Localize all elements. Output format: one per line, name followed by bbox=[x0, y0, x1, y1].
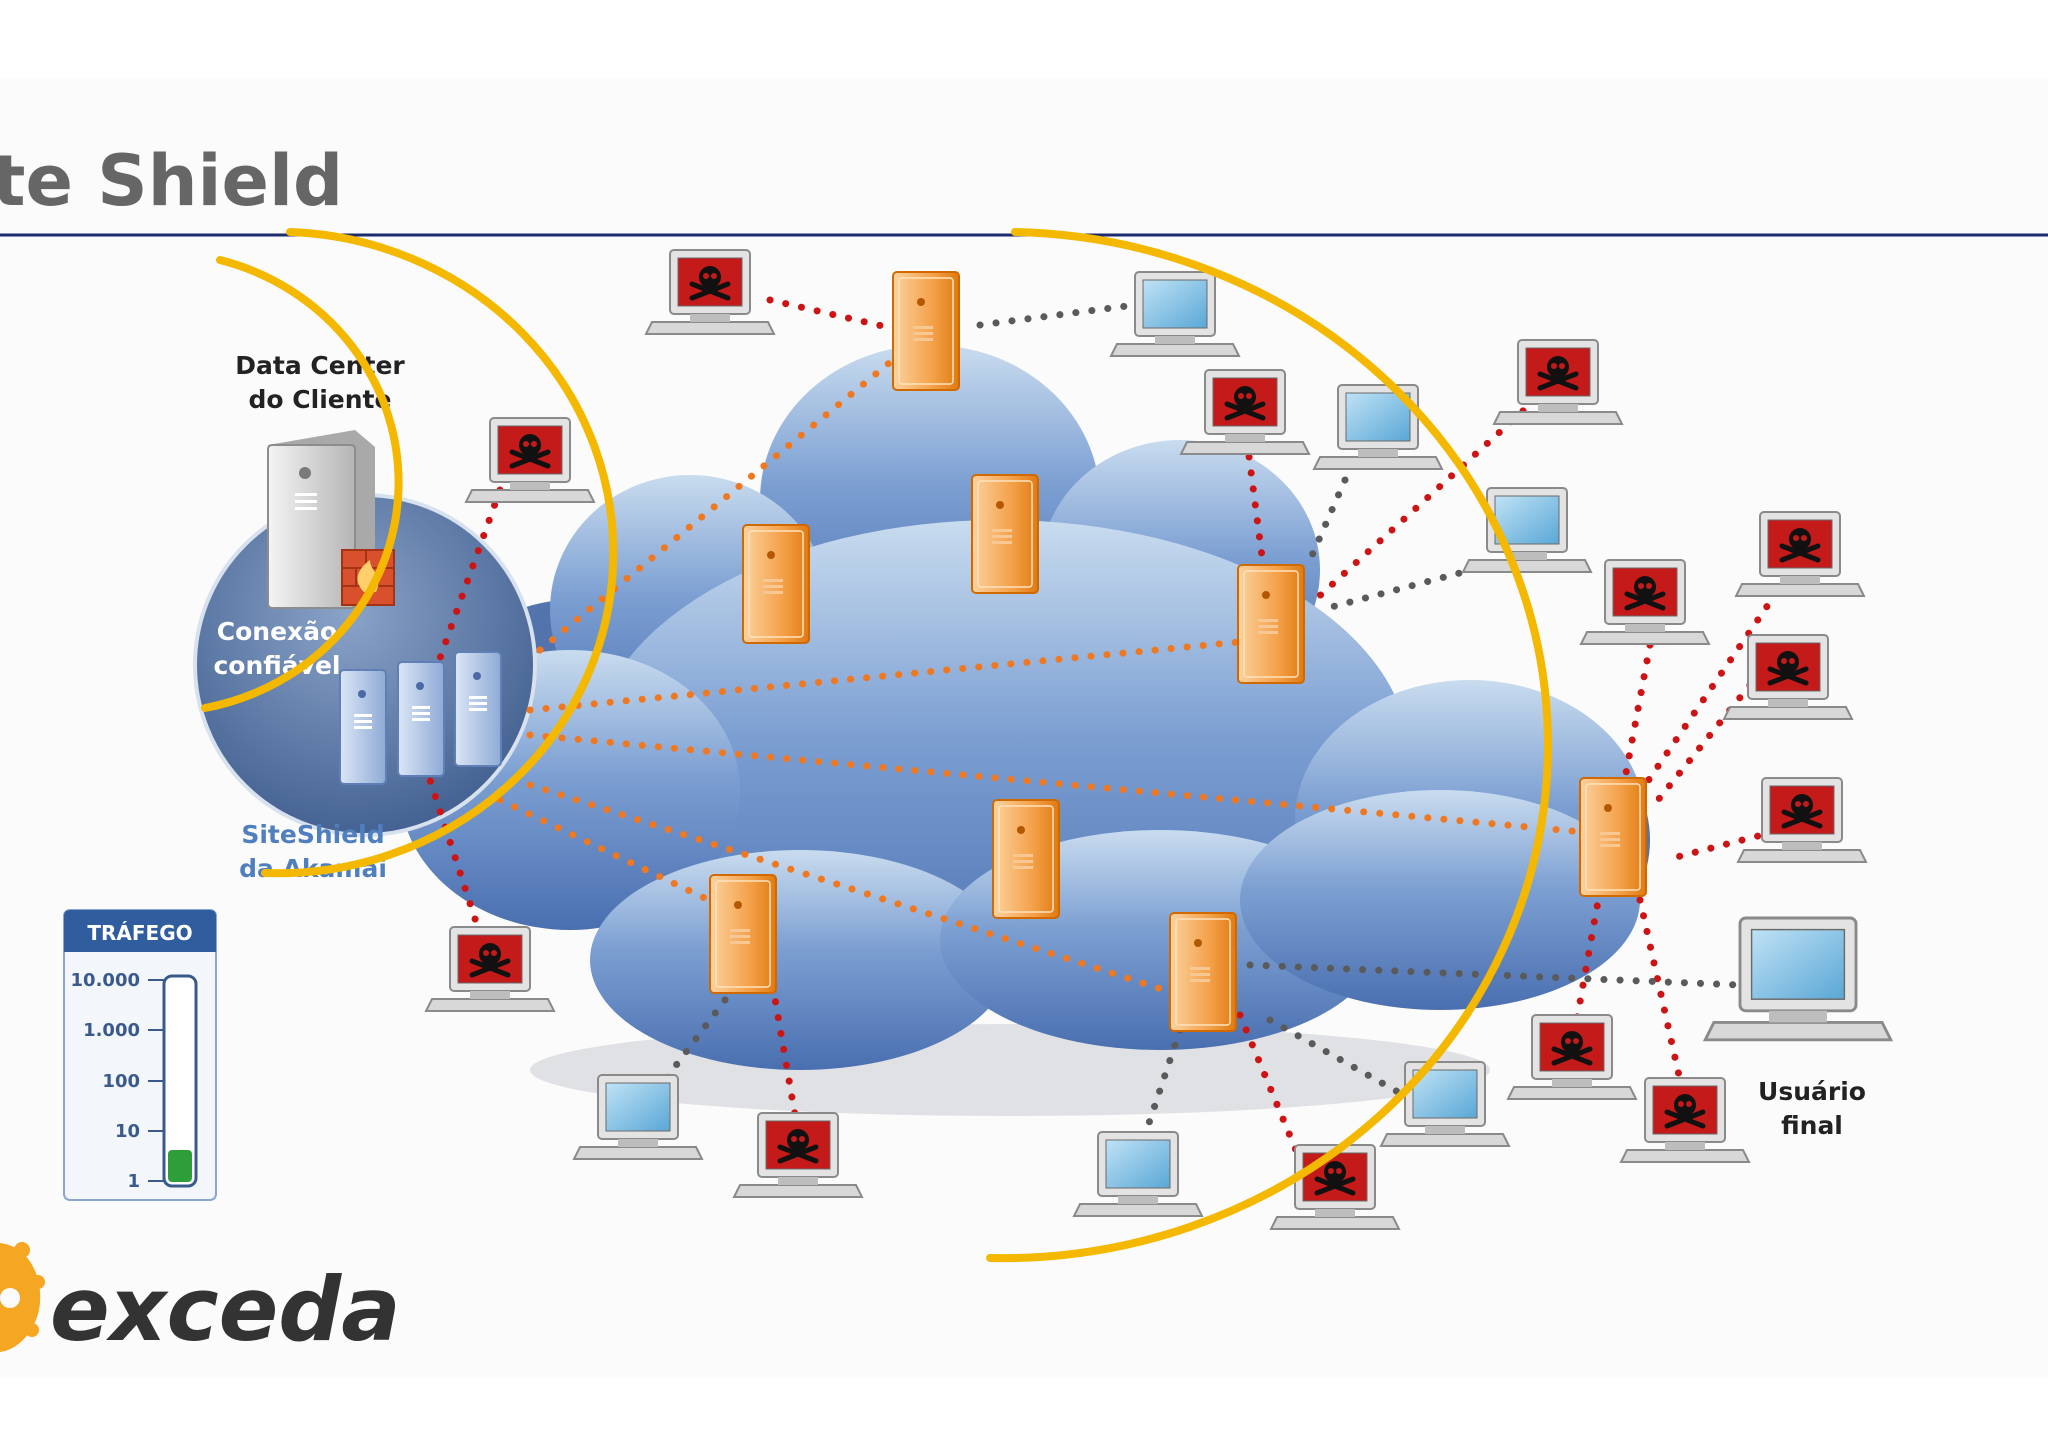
shield-arcs bbox=[201, 228, 1552, 1263]
user-connections bbox=[661, 301, 1744, 1154]
meter-level-fill bbox=[168, 1150, 192, 1182]
slide-title: te Shield bbox=[0, 140, 343, 222]
meter-tick-10: 10 bbox=[115, 1121, 140, 1142]
datacenter-label-line2: do Cliente bbox=[249, 385, 392, 414]
edge-server-icon bbox=[709, 874, 777, 994]
edge-server-icon bbox=[1237, 564, 1305, 684]
server-icon bbox=[454, 651, 502, 767]
traffic-meter: TRÁFEGO 10.000 1.000 100 10 1 bbox=[63, 909, 217, 1201]
exceda-logo-text: exceda bbox=[50, 1258, 401, 1361]
origin-server-icon bbox=[267, 444, 356, 609]
edge-server-icon bbox=[971, 474, 1039, 594]
datacenter-label-line1: Data Center bbox=[235, 351, 405, 380]
end-user-label-line1: Usuário bbox=[1758, 1077, 1866, 1106]
exceda-logo: exceda bbox=[0, 1242, 401, 1361]
meter-tick-100: 100 bbox=[102, 1071, 140, 1092]
edge-connections bbox=[496, 346, 1619, 1004]
meter-tick-1: 1 bbox=[127, 1171, 140, 1192]
traffic-meter-title: TRÁFEGO bbox=[87, 921, 192, 945]
edge-server-icon bbox=[1579, 777, 1647, 897]
edge-server-icon bbox=[992, 799, 1060, 919]
end-user-label-line2: final bbox=[1781, 1111, 1843, 1140]
server-icon bbox=[339, 669, 387, 785]
edge-server-icon bbox=[892, 271, 960, 391]
exceda-logo-mark-icon bbox=[0, 1242, 45, 1352]
meter-tick-1000: 1.000 bbox=[83, 1020, 140, 1041]
trusted-connection-label-line1: Conexão bbox=[217, 617, 337, 646]
siteshield-servers bbox=[339, 651, 502, 785]
server-icon bbox=[397, 661, 445, 777]
meter-tube bbox=[162, 974, 198, 1188]
edge-server-icon bbox=[1169, 912, 1237, 1032]
meter-tick-10000: 10.000 bbox=[71, 970, 140, 991]
origin-server bbox=[267, 430, 395, 609]
siteshield-label-line1: SiteShield bbox=[241, 820, 384, 849]
edge-server-icon bbox=[742, 524, 810, 644]
